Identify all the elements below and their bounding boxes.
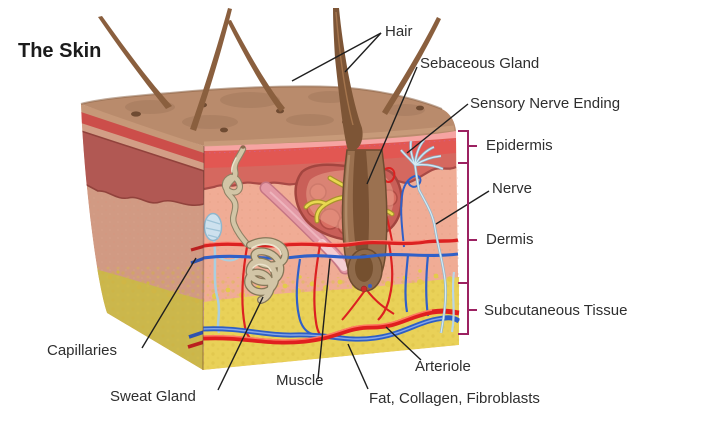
label-capillaries: Capillaries	[47, 342, 118, 359]
label-epidermis: Epidermis	[486, 137, 553, 154]
page-title: The Skin	[18, 40, 102, 62]
sweat-leader	[217, 296, 264, 391]
label-subcutaneous-tissue: Subcutaneous Tissue	[484, 302, 628, 319]
label-hair: Hair	[385, 23, 413, 40]
capillaries-leader	[141, 257, 197, 349]
hair-follicle	[341, 149, 388, 293]
front-face	[203, 131, 460, 370]
hair-shaft	[98, 16, 172, 109]
left-surface-strip	[81, 104, 204, 154]
muscle-leader	[317, 258, 331, 380]
subcutaneous-vessels	[203, 288, 460, 345]
sebaceous-leader	[366, 66, 418, 185]
sensory-leader	[406, 103, 469, 154]
layer-bracket	[458, 130, 477, 335]
hair-shaft	[227, 20, 285, 112]
left-face	[81, 104, 204, 370]
leader-lines	[141, 32, 490, 391]
sensory-nerve-shape	[399, 139, 456, 334]
label-fat-collagen-fibroblasts: Fat, Collagen, Fibroblasts	[369, 390, 540, 407]
fat-leader	[347, 343, 369, 390]
label-arteriole: Arteriole	[415, 358, 471, 375]
sweat-gland-shape	[221, 145, 289, 304]
follicle-papilla-vessel	[360, 285, 368, 293]
arteriole-vessel	[203, 308, 460, 345]
label-sebaceous-gland: Sebaceous Gland	[420, 55, 540, 72]
left-epidermis-wave	[81, 129, 204, 206]
nerve-leader	[435, 190, 490, 225]
label-sweat-gland: Sweat Gland	[110, 388, 196, 405]
label-dermis: Dermis	[486, 231, 534, 248]
hair-shafts	[98, 8, 441, 150]
hair-shaft-follicle	[333, 8, 363, 150]
label-sensory-nerve-ending: Sensory Nerve Ending	[470, 95, 621, 112]
left-epidermis-red	[81, 112, 204, 164]
hair-shaft	[382, 17, 441, 115]
arteriole-leader	[385, 326, 422, 361]
hair-shaft	[190, 8, 232, 131]
front-left-corner-edge	[202, 145, 205, 371]
label-nerve: Nerve	[492, 180, 533, 197]
label-muscle: Muscle	[276, 372, 324, 389]
hair-leader	[344, 32, 382, 73]
hair-leader	[291, 32, 382, 82]
